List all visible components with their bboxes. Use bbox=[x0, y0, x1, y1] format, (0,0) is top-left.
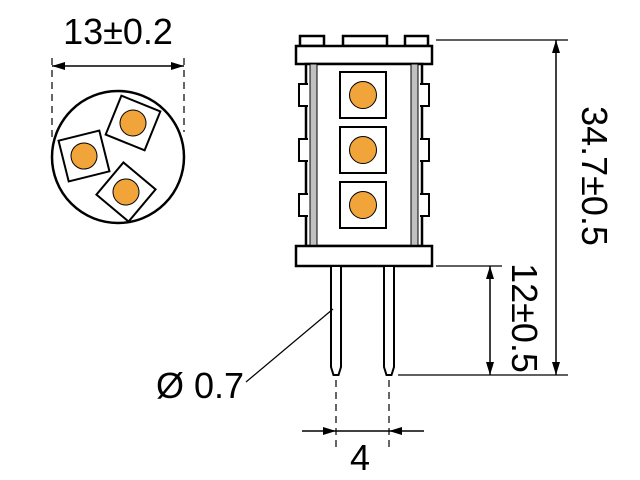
arrow-left-icon bbox=[52, 62, 65, 70]
arrow-right-icon bbox=[171, 62, 184, 70]
top-cap bbox=[294, 44, 434, 66]
pin-diameter-label: Ø 0.7 bbox=[156, 365, 244, 406]
led-emitter bbox=[119, 109, 147, 137]
side-led-bump bbox=[420, 138, 430, 162]
dim-pin-length-label: 12±0.5 bbox=[504, 263, 545, 373]
side-view bbox=[294, 34, 434, 376]
top-cap-tab bbox=[403, 34, 430, 48]
side-led-bump bbox=[298, 138, 308, 162]
pcb-strip-right bbox=[410, 63, 419, 247]
dim-overall-height: 34.7±0.5 bbox=[398, 39, 615, 376]
leader-line bbox=[245, 308, 334, 383]
led-emitter bbox=[349, 136, 377, 164]
pcb-strip-left bbox=[309, 63, 318, 247]
arrow-down-icon bbox=[552, 362, 560, 375]
side-led-bump bbox=[420, 83, 430, 107]
side-led-bump bbox=[298, 193, 308, 217]
led-emitter bbox=[112, 178, 140, 206]
side-led-bump bbox=[420, 193, 430, 217]
led-emitter bbox=[349, 81, 377, 109]
led-emitter bbox=[349, 191, 377, 219]
dim-pin-spacing: 4 bbox=[302, 380, 424, 478]
arrow-up-icon bbox=[486, 266, 494, 279]
arrow-down-icon bbox=[486, 362, 494, 375]
bottom-cap bbox=[294, 244, 434, 268]
dim-top-diameter-label: 13±0.2 bbox=[63, 11, 173, 52]
arrow-left-icon bbox=[389, 427, 402, 435]
label-pin-diameter: Ø 0.7 bbox=[156, 308, 334, 406]
arrow-right-icon bbox=[323, 427, 336, 435]
arrow-up-icon bbox=[552, 40, 560, 53]
led-chip-top-3 bbox=[95, 161, 157, 223]
pin-right bbox=[383, 265, 395, 376]
led-chip-top-1 bbox=[104, 94, 162, 152]
pin-left bbox=[330, 265, 342, 376]
top-view bbox=[50, 89, 186, 225]
side-led-bump bbox=[298, 83, 308, 107]
top-cap-tab bbox=[341, 34, 389, 48]
dim-pin-length: 12±0.5 bbox=[436, 263, 545, 375]
led-chip-top-2 bbox=[57, 129, 111, 183]
dim-overall-height-label: 34.7±0.5 bbox=[574, 106, 615, 246]
dim-top-diameter: 13±0.2 bbox=[51, 11, 185, 138]
top-cap-tab bbox=[298, 34, 326, 48]
dim-pin-spacing-label: 4 bbox=[350, 437, 370, 478]
led-emitter bbox=[70, 142, 98, 170]
